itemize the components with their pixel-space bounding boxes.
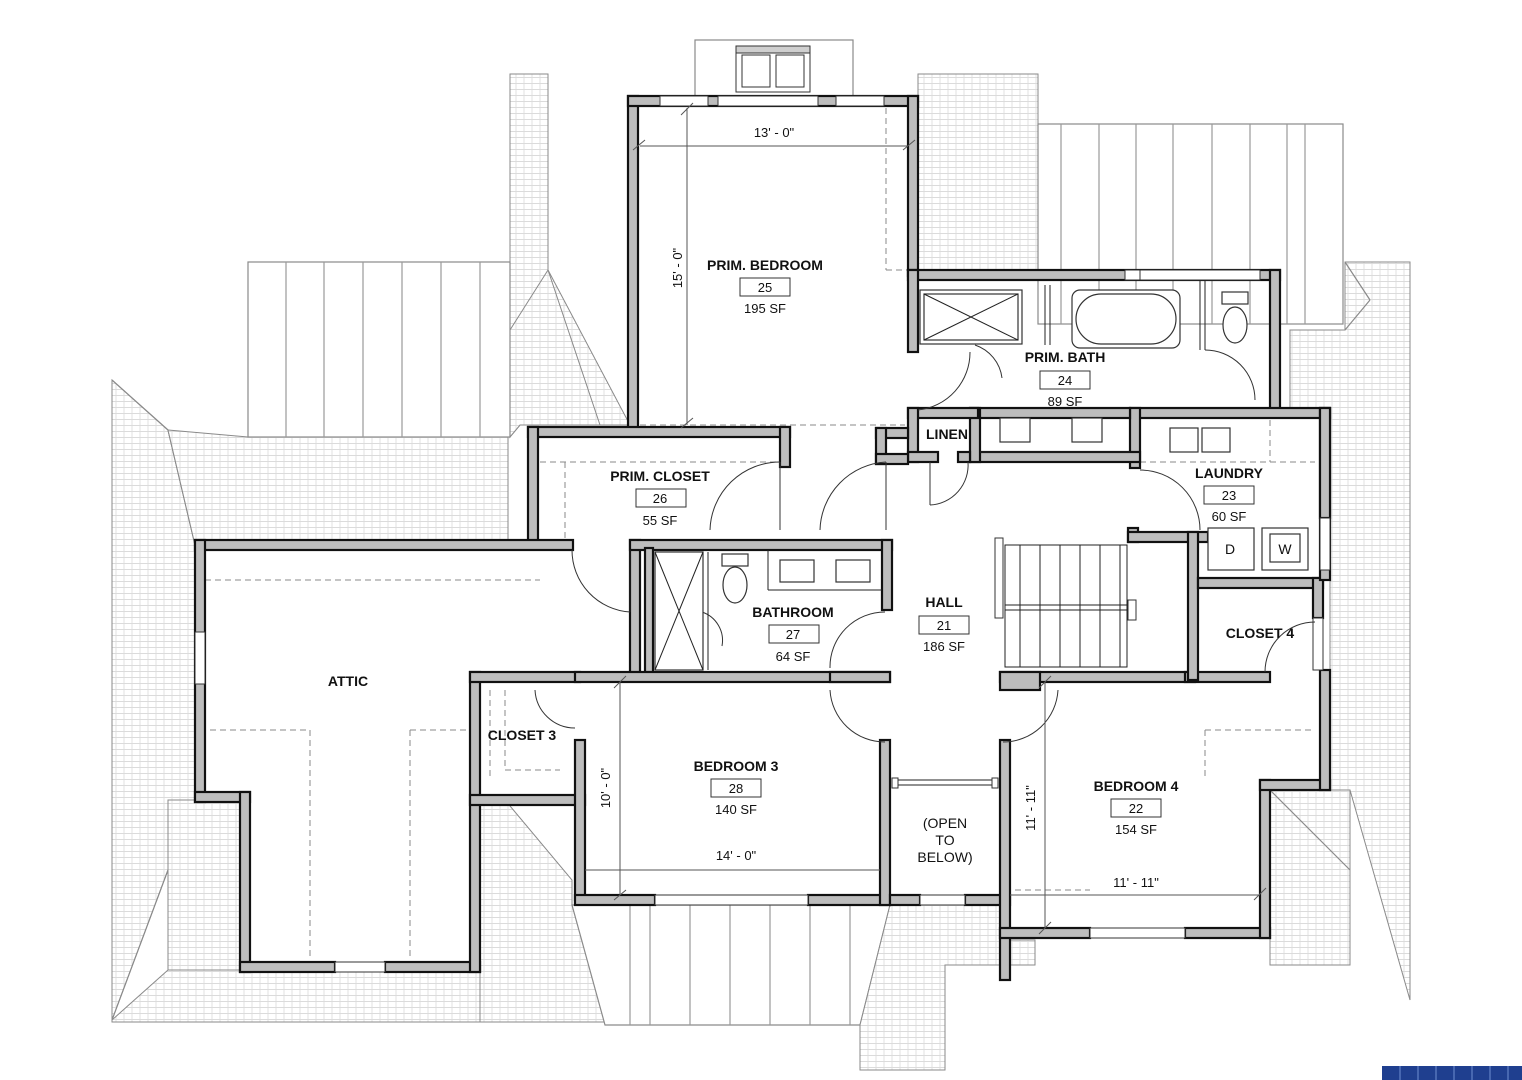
bedroom4-width-dim: 11' - 11" — [1113, 875, 1159, 890]
roof-areas — [111, 39, 1411, 1071]
roof-seams-upper-left — [285, 262, 481, 437]
closet4-name: CLOSET 4 — [1226, 625, 1295, 641]
bedroom4-area: 154 SF — [1115, 822, 1157, 837]
walls — [193, 94, 1332, 982]
open-below-line1: (OPEN — [923, 815, 967, 831]
room-tag-boxes — [635, 277, 1255, 818]
prim-closet-area: 55 SF — [643, 513, 678, 528]
prim-bedroom-name: PRIM. BEDROOM — [707, 257, 823, 273]
roof-right-hip — [1289, 261, 1411, 1001]
roof-sloped-right — [917, 73, 1039, 271]
prim-bath-area: 89 SF — [1048, 394, 1083, 409]
open-below-line2: TO — [935, 832, 954, 848]
bedroom4-depth-dim: 11' - 11" — [1023, 785, 1038, 831]
bathroom-number: 27 — [786, 627, 800, 642]
roof-bottom-left-2 — [167, 799, 249, 971]
roof-panel-upper-left — [247, 261, 511, 438]
linen-name: LINEN — [926, 426, 968, 442]
attic-name: ATTIC — [328, 673, 368, 689]
prim-bedroom-area: 195 SF — [744, 301, 786, 316]
prim-bath-name: PRIM. BATH — [1025, 349, 1106, 365]
windows — [194, 95, 1331, 973]
laundry-name: LAUNDRY — [1195, 465, 1264, 481]
doors — [534, 344, 1316, 743]
bedroom4-name: BEDROOM 4 — [1094, 778, 1179, 794]
bedroom4-number: 22 — [1129, 801, 1143, 816]
prim-closet-name: PRIM. CLOSET — [610, 468, 710, 484]
washer-label: W — [1278, 541, 1292, 557]
bathroom-area: 64 SF — [776, 649, 811, 664]
bathroom-name: BATHROOM — [752, 604, 833, 620]
bedroom3-number: 28 — [729, 781, 743, 796]
prim-closet-number: 26 — [653, 491, 667, 506]
prim-bedroom-width-dim: 13' - 0" — [754, 125, 795, 140]
bedroom3-depth-dim: 10' - 0" — [598, 767, 613, 808]
bedroom3-name: BEDROOM 3 — [694, 758, 779, 774]
dimension-lines — [585, 102, 1267, 935]
closet3-name: CLOSET 3 — [488, 727, 557, 743]
stairs — [994, 537, 1137, 668]
bedroom3-width-dim: 14' - 0" — [716, 848, 757, 863]
labels: PRIM. BEDROOM 25 195 SF PRIM. BATH 24 89… — [328, 125, 1295, 890]
hall-name: HALL — [925, 594, 963, 610]
fixtures — [654, 280, 1309, 671]
dryer — [1207, 527, 1255, 571]
roof-attic-upper — [167, 429, 509, 546]
prim-bedroom-depth-dim: 15' - 0" — [670, 247, 685, 288]
laundry-area: 60 SF — [1212, 509, 1247, 524]
hall-number: 21 — [937, 618, 951, 633]
open-below-line3: BELOW) — [917, 849, 972, 865]
hall-area: 186 SF — [923, 639, 965, 654]
laundry-number: 23 — [1222, 488, 1236, 503]
roof-lower-right — [1269, 789, 1351, 966]
prim-bedroom-number: 25 — [758, 280, 772, 295]
scale-bar — [1382, 1066, 1522, 1080]
prim-bath-number: 24 — [1058, 373, 1072, 388]
dryer-label: D — [1225, 541, 1235, 557]
roof-panel-bottom-center — [571, 904, 891, 1026]
roof-seams-bottom-center — [629, 905, 851, 1025]
bedroom3-area: 140 SF — [715, 802, 757, 817]
